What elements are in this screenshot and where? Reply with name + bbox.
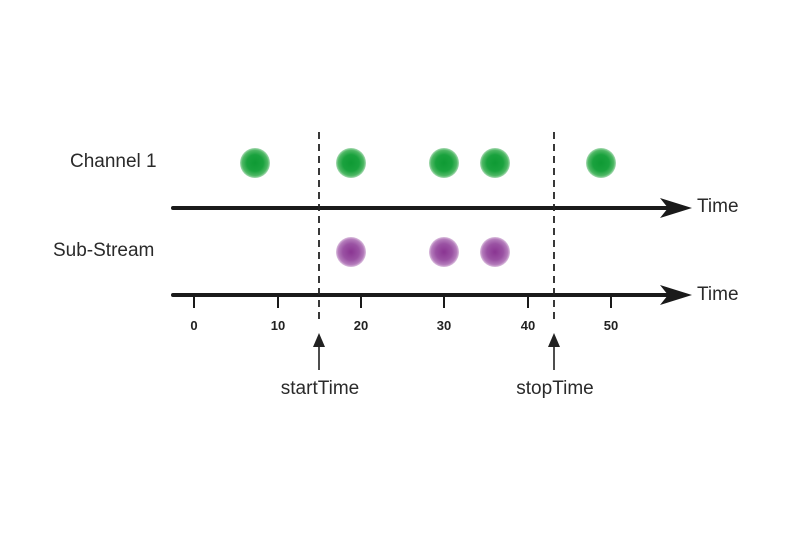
arrow-right-icon [660, 198, 692, 218]
event-dot [240, 148, 270, 178]
tick-label: 50 [603, 318, 619, 333]
event-dot [336, 148, 366, 178]
arrow-up-icon [313, 333, 325, 347]
arrow-right-icon [660, 285, 692, 305]
event-dot [586, 148, 616, 178]
channel-1-events [240, 148, 616, 178]
event-dot [480, 237, 510, 267]
channel-1-time-axis [171, 198, 692, 218]
start-time-arrow [313, 333, 325, 370]
event-dot [480, 148, 510, 178]
axis-ticks [193, 295, 612, 308]
tick-label: 20 [353, 318, 369, 333]
tick-label: 10 [270, 318, 286, 333]
row-label-substream: Sub-Stream [53, 240, 155, 261]
substream-events [336, 237, 510, 267]
channel-1-axis-label: Time [697, 196, 739, 217]
stop-time-label: stopTime [516, 378, 594, 399]
arrow-up-icon [548, 333, 560, 347]
substream-axis-label: Time [697, 284, 739, 305]
event-dot [429, 148, 459, 178]
row-label-channel-1: Channel 1 [70, 151, 157, 172]
tick-label: 0 [190, 318, 198, 333]
tick-label: 40 [520, 318, 536, 333]
event-dot [336, 237, 366, 267]
start-time-label: startTime [280, 378, 360, 399]
event-dot [429, 237, 459, 267]
tick-label: 30 [436, 318, 452, 333]
substream-time-axis [171, 285, 692, 308]
stop-time-arrow [548, 333, 560, 370]
